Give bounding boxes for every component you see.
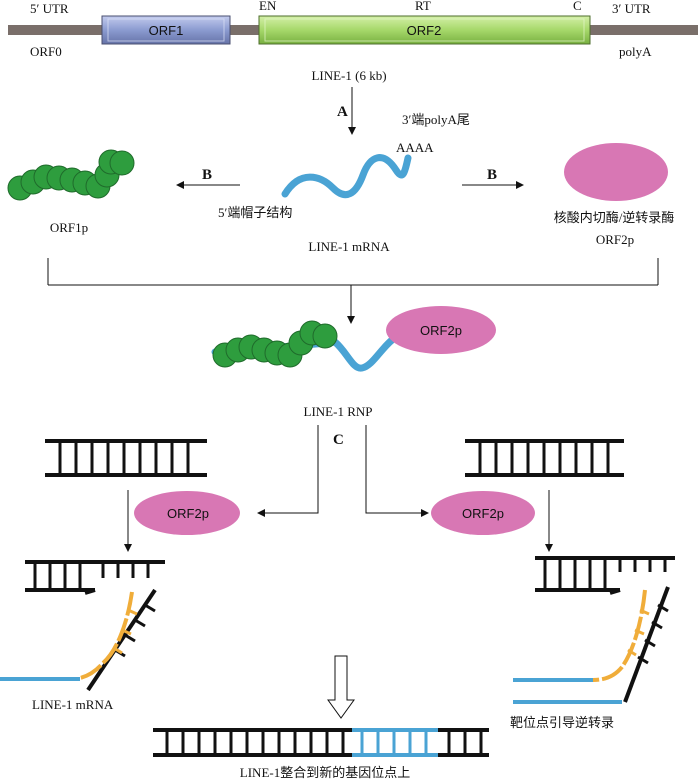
assembly-bracket: [47, 258, 659, 286]
utr5-label: 5′ UTR: [30, 1, 69, 16]
gene-map: 5′ UTR ORF0 ORF1 EN RT C ORF2 3′ UTR pol…: [8, 0, 698, 83]
cap-label: 5′端帽子结构: [218, 205, 292, 220]
line1-6kb-label: LINE-1 (6 kb): [311, 68, 386, 83]
step-b-right-label: B: [487, 167, 497, 183]
aaaa-label: AAAA: [396, 140, 434, 155]
arrow-c-left: [257, 425, 319, 517]
orf2-label: ORF2: [407, 23, 442, 38]
orf2p-left-label: ORF2p: [167, 506, 209, 521]
rnp: ORF2p LINE-1 RNP: [211, 306, 496, 419]
orf2-box: [258, 15, 591, 45]
tprt-label: 靶位点引导逆转录: [510, 715, 614, 730]
orf1p-chain: [7, 149, 135, 201]
cdna-right: [592, 589, 647, 682]
polya-tail-label: 3′端polyA尾: [402, 112, 470, 127]
utr3-label: 3′ UTR: [612, 1, 651, 16]
step-c: C ORF2p: [45, 425, 624, 552]
mrna-left-label: LINE-1 mRNA: [32, 697, 114, 712]
c-label: C: [573, 0, 582, 13]
step-a: A 3′端polyA尾 AAAA 5′端帽子结构 LINE-1 mRNA: [218, 87, 470, 254]
orf2p-right: [431, 491, 535, 535]
tprt-right: 靶位点引导逆转录: [510, 556, 675, 730]
rnp-orf2p: [386, 306, 496, 354]
en-label: EN: [259, 0, 277, 13]
orf2p-right-label: ORF2p: [462, 506, 504, 521]
target-dna-left: [45, 439, 207, 477]
step-a-label: A: [337, 104, 348, 120]
step-b-left-label: B: [202, 167, 212, 183]
step-c-label: C: [333, 432, 344, 448]
integration-label: LINE-1整合到新的基因位点上: [240, 765, 410, 780]
orf2p-left: [134, 491, 240, 535]
target-dna-right: [465, 439, 624, 477]
tprt-left: LINE-1 mRNA: [0, 560, 165, 712]
arrow-c-right: [365, 425, 429, 517]
orf1p-label: ORF1p: [50, 220, 88, 235]
orf2p-desc-label: 核酸内切酶/逆转录酶: [554, 210, 675, 225]
orf0-label: ORF0: [30, 44, 62, 59]
integration: LINE-1整合到新的基因位点上: [153, 655, 489, 780]
rnp-label: LINE-1 RNP: [304, 404, 373, 419]
cdna-left: [79, 591, 134, 680]
integrated-dna: [153, 728, 489, 757]
polya-label: polyA: [619, 44, 652, 59]
step-b: B B ORF1p 核酸内切酶/逆转录酶 ORF2p: [7, 143, 675, 324]
rt-label: RT: [415, 0, 431, 13]
orf1-label: ORF1: [149, 23, 184, 38]
orf2p-name-label: ORF2p: [596, 232, 634, 247]
rnp-orf1p-chain: [212, 320, 338, 368]
mrna-label: LINE-1 mRNA: [308, 239, 390, 254]
hollow-down-arrow: [327, 655, 355, 719]
rnp-orf2p-label: ORF2p: [420, 323, 462, 338]
mrna-wave: [281, 154, 412, 199]
orf1-box: [101, 15, 231, 45]
orf2p-enzyme: [564, 143, 668, 201]
